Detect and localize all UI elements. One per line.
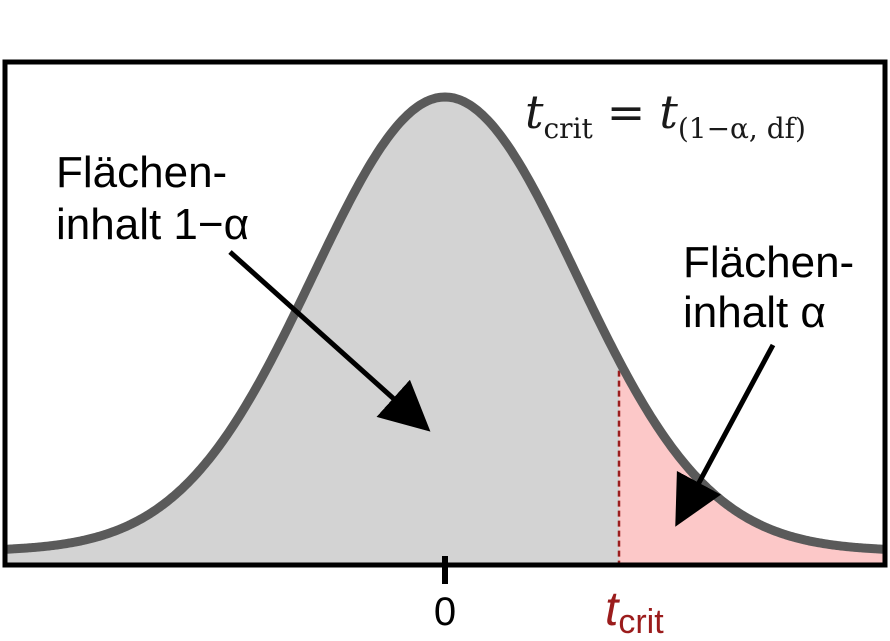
tcrit-symbol: t — [605, 583, 620, 636]
tail-area-label-line1: Flächen- — [683, 238, 854, 287]
tail-area-shaded — [619, 360, 885, 565]
formula-equals: = — [607, 85, 646, 139]
tcrit-subscript: crit — [618, 603, 664, 641]
tail-area-arrow — [675, 343, 776, 527]
body-area-shaded — [5, 97, 619, 565]
formula-lhs-subscript: crit — [544, 112, 594, 145]
tcrit-label: tcrit — [605, 583, 664, 641]
density-curve — [5, 92, 885, 554]
zero-tick-label: 0 — [434, 590, 456, 634]
tail-area-label-line2: inhalt α — [683, 288, 826, 337]
formula: tcrit=t(1−α, df) — [525, 85, 806, 145]
center-area-arrow — [228, 250, 431, 432]
center-area-label-line2: inhalt 1−α — [56, 200, 249, 249]
formula-lhs-symbol: t — [525, 85, 544, 139]
formula-rhs-subscript: (1−α, df) — [678, 112, 806, 145]
center-area-label-line1: Flächen- — [56, 148, 227, 197]
formula-rhs-symbol: t — [659, 85, 678, 139]
